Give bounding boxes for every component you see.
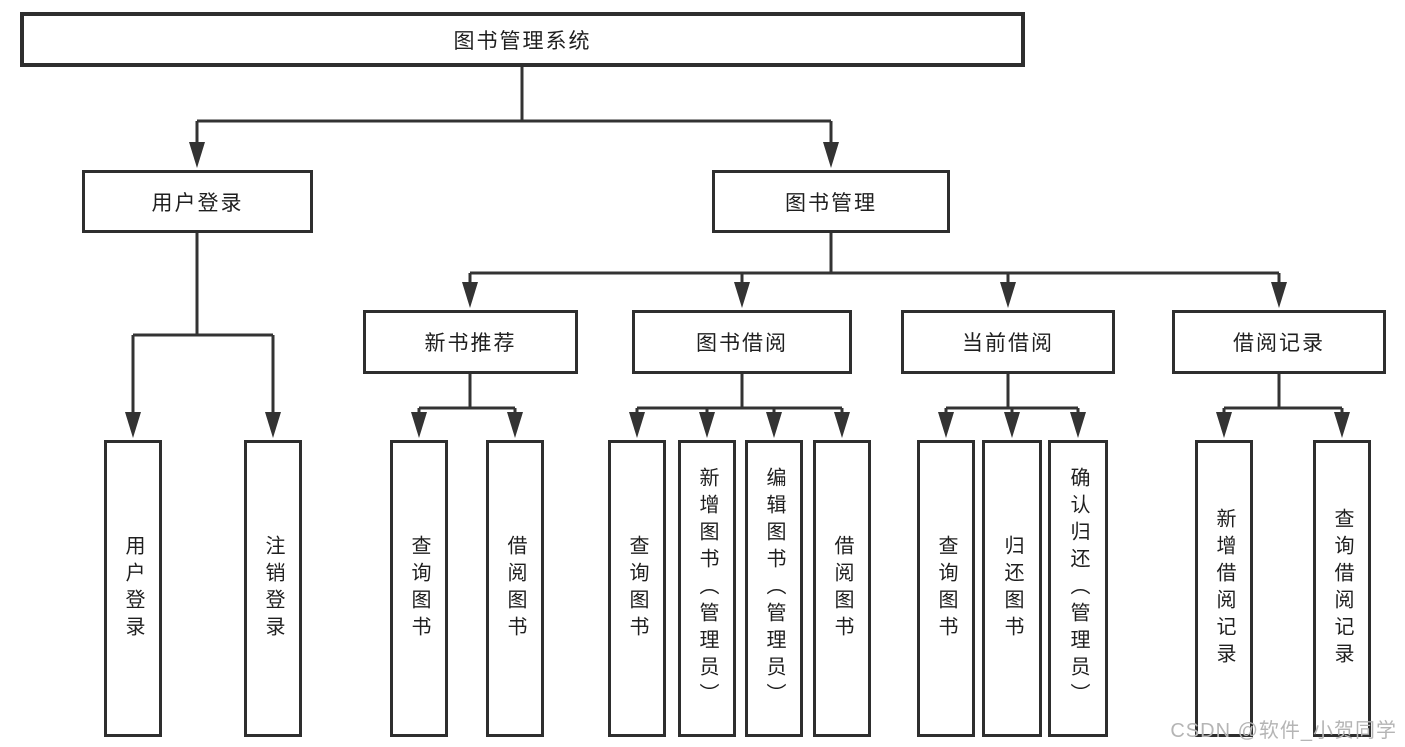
leaf-add-book-admin: 新增图书（管理员） xyxy=(678,440,736,737)
node-book-borrowing: 图书借阅 xyxy=(632,310,852,374)
leaf-add-borrow-record: 新增借阅记录 xyxy=(1195,440,1253,737)
leaf-confirm-return-admin: 确认归还（管理员） xyxy=(1048,440,1108,737)
node-borrowing-records: 借阅记录 xyxy=(1172,310,1386,374)
leaf-search-books-current: 查询图书 xyxy=(917,440,975,737)
leaf-borrow-books: 借阅图书 xyxy=(813,440,871,737)
leaf-search-books-borrow: 查询图书 xyxy=(608,440,666,737)
leaf-search-borrow-record: 查询借阅记录 xyxy=(1313,440,1371,737)
connector-borrow-to-leaves xyxy=(635,374,844,416)
leaf-search-books-recommend: 查询图书 xyxy=(390,440,448,737)
node-book-management: 图书管理 xyxy=(712,170,950,233)
leaf-edit-book-admin: 编辑图书（管理员） xyxy=(745,440,803,737)
leaf-return-book: 归还图书 xyxy=(982,440,1042,737)
leaf-logout: 注销登录 xyxy=(244,440,302,737)
node-user-login: 用户登录 xyxy=(82,170,313,233)
connector-root-to-level2 xyxy=(195,67,833,146)
arrowheads xyxy=(125,142,1350,438)
csdn-watermark: CSDN @软件_小贺同学 xyxy=(1170,720,1397,742)
leaf-user-login: 用户登录 xyxy=(104,440,162,737)
connector-newbook-to-leaves xyxy=(417,374,517,416)
connector-userlogin-to-leaves xyxy=(131,233,275,416)
leaf-borrow-books-recommend: 借阅图书 xyxy=(486,440,544,737)
node-library-management-system: 图书管理系统 xyxy=(20,12,1025,67)
node-new-book-recommend: 新书推荐 xyxy=(363,310,578,374)
connector-current-to-leaves xyxy=(944,374,1080,416)
connector-records-to-leaves xyxy=(1222,374,1344,416)
node-current-borrowing: 当前借阅 xyxy=(901,310,1115,374)
connector-bookmgmt-to-level3 xyxy=(468,233,1281,286)
